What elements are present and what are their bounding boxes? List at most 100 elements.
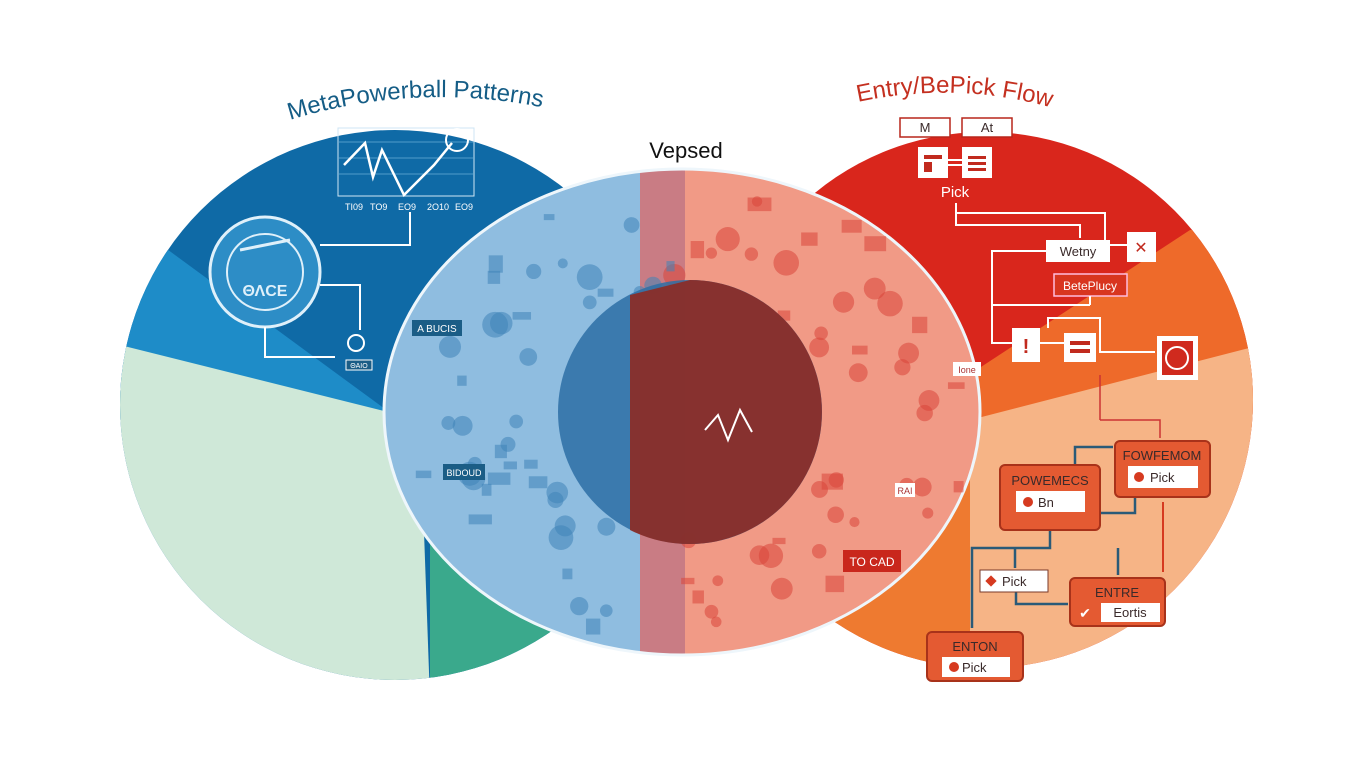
decorative-icon [801, 232, 818, 246]
decorative-icon [548, 525, 574, 550]
decorative-icon [922, 507, 934, 519]
svg-text:Pick: Pick [941, 184, 970, 201]
svg-text:Pick: Pick [1002, 574, 1027, 589]
chart-tick: 2O10 [427, 202, 449, 212]
svg-text:BIDOUD: BIDOUD [446, 468, 482, 478]
svg-text:BetePlucy: BetePlucy [1063, 279, 1117, 293]
decorative-icon [681, 577, 695, 585]
decorative-icon [576, 264, 603, 291]
decorative-icon [481, 483, 492, 496]
decorative-icon [773, 250, 800, 276]
decorative-icon [704, 604, 719, 619]
chart-tick: TO9 [370, 202, 387, 212]
decorative-icon [623, 217, 640, 233]
svg-text:Bn: Bn [1038, 495, 1054, 510]
center-trend-icon [704, 407, 753, 443]
decorative-icon [438, 335, 462, 358]
decorative-icon [441, 416, 456, 430]
decorative-icon [557, 258, 568, 269]
svg-text:✔: ✔ [1079, 605, 1091, 621]
right-labels: TO CAD Ione RAI [843, 362, 981, 572]
svg-text:!: ! [1023, 336, 1030, 358]
svg-text:ΘΑΙΟ: ΘΑΙΟ [350, 363, 368, 370]
decorative-icon [487, 472, 511, 485]
svg-text:M: M [920, 120, 931, 135]
decorative-icon [841, 219, 862, 233]
close-x-icon [1127, 232, 1156, 262]
decorative-icon [918, 390, 940, 411]
decorative-icon [509, 414, 524, 429]
decorative-icon [827, 506, 844, 524]
decorative-icon [562, 568, 573, 580]
decorative-icon [690, 241, 705, 259]
decorative-icon [770, 577, 793, 600]
right-title: Entry/BePick Flow [854, 72, 1057, 114]
decorative-icon [852, 345, 868, 355]
left-title: MetaPowerball Patterns [284, 76, 546, 126]
decorative-icon [772, 537, 786, 545]
decorative-icon [415, 470, 432, 479]
decorative-icon [849, 517, 860, 528]
decorative-icon [758, 543, 784, 568]
center-title: Vepsed [649, 138, 722, 163]
decorative-icon [710, 616, 722, 628]
svg-text:Ione: Ione [958, 365, 976, 375]
svg-text:TO CAD: TO CAD [849, 555, 894, 569]
left-labels: A BUCIS BIDOUD [412, 320, 485, 480]
svg-text:✕: ✕ [1134, 240, 1147, 257]
decorative-icon [488, 255, 503, 273]
decorative-icon [912, 316, 928, 334]
decorative-icon [503, 461, 517, 470]
decorative-icon [712, 575, 724, 587]
decorative-icon [848, 363, 868, 383]
decorative-icon [747, 197, 772, 212]
svg-text:Pick: Pick [1150, 470, 1175, 485]
decorative-icon [947, 382, 965, 389]
svg-text:FOWFEMOM: FOWFEMOM [1123, 448, 1202, 463]
decorative-icon [512, 312, 532, 320]
decorative-icon [528, 476, 548, 489]
flow-node-powemecs: POWEMECS Bn [999, 464, 1101, 531]
svg-text:ENTON: ENTON [952, 639, 997, 654]
chart-tick: EO9 [398, 202, 416, 212]
decorative-icon [809, 337, 830, 358]
decorative-icon [582, 295, 597, 310]
decorative-icon [597, 288, 614, 297]
decorative-icon [599, 604, 613, 617]
bottom-flow: FOWFEMOM Pick POWEMECS Bn Pick ENTRE ✔ E… [926, 440, 1211, 682]
svg-text:Eortis: Eortis [1113, 605, 1147, 620]
decorative-icon [547, 491, 564, 508]
top-flow: M At Pick Wetny ✕ BetePlucy ! [899, 117, 1198, 438]
decorative-icon [519, 348, 538, 366]
svg-text:A BUCIS: A BUCIS [417, 324, 457, 335]
decorative-icon [524, 459, 538, 469]
svg-text:ENTRE: ENTRE [1095, 585, 1139, 600]
decorative-icon [898, 342, 920, 364]
decorative-icon [692, 590, 704, 604]
line-chart-icon: TI09 TO9 EO9 2O10 EO9 [337, 127, 475, 212]
svg-text:Wetny: Wetny [1060, 244, 1097, 259]
decorative-icon [814, 326, 828, 341]
decorative-icon [715, 227, 740, 252]
svg-text:Pick: Pick [962, 660, 987, 675]
decorative-icon [863, 277, 886, 300]
decorative-icon [666, 261, 675, 272]
decorative-icon [482, 311, 509, 338]
chart-tick: EO9 [455, 202, 473, 212]
decorative-icon [705, 247, 718, 259]
decorative-icon [825, 575, 845, 593]
svg-text:RAI: RAI [897, 486, 912, 496]
robot-icon: ΘΑΙΟ [345, 334, 373, 371]
layout-icon [918, 147, 948, 178]
decorative-icon [526, 263, 542, 280]
decorative-icon [570, 597, 589, 616]
decorative-icon [877, 290, 903, 317]
flow-node-entre: ENTRE ✔ Eortis [1069, 577, 1166, 627]
decorative-icon [832, 291, 855, 313]
decorative-icon [912, 477, 932, 497]
decorative-icon [777, 310, 791, 321]
flow-node-fowfemom: FOWFEMOM Pick [1114, 440, 1211, 498]
decorative-icon [811, 480, 828, 498]
decorative-icon [597, 517, 616, 536]
decorative-icon [585, 618, 601, 635]
